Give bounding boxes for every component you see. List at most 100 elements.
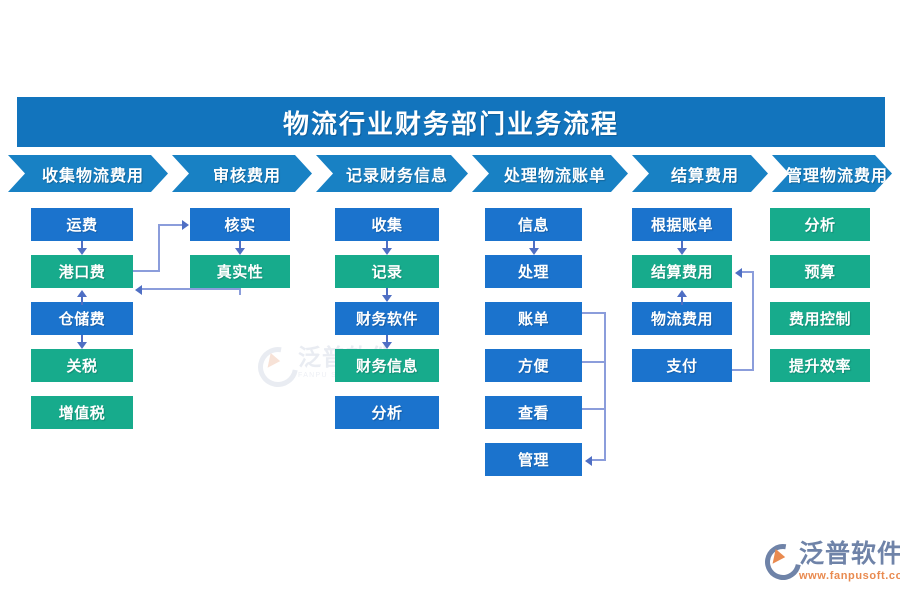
phase-label-3: 处理物流账单 [503,167,606,185]
phase-label-0: 收集物流费用 [41,167,144,185]
node-label: 港口费 [58,264,106,281]
node-label: 管理 [517,452,549,469]
node-zhenshixing[interactable]: 真实性 [190,255,290,288]
connector-gangkoufei-heshi-h1 [133,270,160,272]
connector-ruanjian-xinxi [386,335,388,344]
node-yunfei[interactable]: 运费 [31,208,133,241]
connector-chakan-bus [582,408,605,410]
node-label: 分析 [371,405,403,422]
arrowhead-right [182,220,189,230]
arrowhead-up [77,290,87,297]
watermark-swirl-icon [250,339,306,395]
node-label: 账单 [517,311,549,328]
connector-fangbian-bus [582,361,605,363]
connector-zhenshixing-gangkoufei-h [142,288,241,290]
arrowhead-up [677,290,687,297]
arrowhead-down [382,295,392,302]
node-gangkoufei[interactable]: 港口费 [31,255,133,288]
brand-logo: 泛普软件 www.fanpusoft.com [757,536,900,588]
connector-wuliu-jiesuan [681,297,683,305]
brand-swirl-icon [757,536,809,588]
node-label: 关税 [66,358,98,375]
node-jiesuan-feiyong[interactable]: 结算费用 [632,255,732,288]
arrowhead-down [529,248,539,255]
arrowhead-down [235,248,245,255]
node-wuliu-feiyong[interactable]: 物流费用 [632,302,732,335]
connector-heshi-zhenshixing [239,241,241,250]
node-fenxi-c6[interactable]: 分析 [770,208,870,241]
phase-label-4: 结算费用 [670,167,739,185]
connector-zhenshixing-gangkoufei-v [239,288,241,295]
node-label: 运费 [66,217,98,234]
phase-chevron-5[interactable]: 管理物流费用 [772,155,892,192]
node-label: 核实 [224,217,256,234]
node-label: 处理 [517,264,549,281]
node-zhangdan[interactable]: 账单 [485,302,582,335]
node-caiwu-ruanjian[interactable]: 财务软件 [335,302,439,335]
arrowhead-down [77,342,87,349]
phase-header-row: 收集物流费用 审核费用 记录财务信息 处理物流账单 结算费用 管理物流费用 [8,155,892,192]
node-chuli[interactable]: 处理 [485,255,582,288]
node-fenxi-c3[interactable]: 分析 [335,396,439,429]
phase-label-1: 审核费用 [212,167,281,185]
chart-title-bar: 物流行业财务部门业务流程 [17,97,885,147]
connector-bus-vertical [604,312,606,460]
node-caiwu-xinxi[interactable]: 财务信息 [335,349,439,382]
arrowhead-left [735,268,742,278]
arrowhead-left [585,456,592,466]
connector-zhifu-loop-v [752,271,754,371]
arrowhead-down [382,342,392,349]
connector-jilu-ruanjian [386,288,388,297]
phase-chevron-3[interactable]: 处理物流账单 [472,155,628,192]
node-label: 支付 [666,358,698,375]
node-label: 财务软件 [355,311,418,328]
node-chakan[interactable]: 查看 [485,396,582,429]
node-shouji[interactable]: 收集 [335,208,439,241]
node-label: 根据账单 [650,217,713,234]
node-guanli[interactable]: 管理 [485,443,582,476]
node-label: 分析 [804,217,836,234]
node-zhifu[interactable]: 支付 [632,349,732,382]
arrowhead-down [677,248,687,255]
connector-cangchufei-guanshui [81,335,83,344]
node-label: 费用控制 [788,311,851,328]
phase-chevron-2[interactable]: 记录财务信息 [316,155,468,192]
chart-title: 物流行业财务部门业务流程 [282,108,619,139]
node-label: 财务信息 [355,358,418,375]
node-label: 方便 [517,358,549,375]
arrowhead-left [135,285,142,295]
node-cangchufei[interactable]: 仓储费 [31,302,133,335]
connector-yunfei-gangkoufei [81,241,83,250]
node-guanshui[interactable]: 关税 [31,349,133,382]
node-label: 增值税 [58,405,106,422]
phase-label-5: 管理物流费用 [785,167,888,185]
node-jilu[interactable]: 记录 [335,255,439,288]
node-feiyong-kongzhi[interactable]: 费用控制 [770,302,870,335]
connector-genju-jiesuan [681,241,683,250]
brand-url: www.fanpusoft.com [799,570,900,582]
phase-chevron-0[interactable]: 收集物流费用 [8,155,168,192]
node-tisheng-xiaolv[interactable]: 提升效率 [770,349,870,382]
node-label: 提升效率 [788,358,851,375]
arrowhead-down [77,248,87,255]
node-label: 仓储费 [58,311,106,328]
connector-cangchufei-gangkoufei [81,297,83,305]
connector-gangkoufei-heshi-v [158,224,160,272]
connector-gangkoufei-heshi-h2 [158,224,183,226]
connector-xinxi-chuli [533,241,535,250]
phase-label-2: 记录财务信息 [345,167,448,185]
connector-zhangdan-bus [582,312,605,314]
node-genju-zhangdan[interactable]: 根据账单 [632,208,732,241]
node-yusuan[interactable]: 预算 [770,255,870,288]
phase-chevron-1[interactable]: 审核费用 [172,155,312,192]
connector-zhifu-loop-h2 [742,271,754,273]
connector-shouji-jilu [386,241,388,250]
node-xinxi[interactable]: 信息 [485,208,582,241]
node-zengzhishui[interactable]: 增值税 [31,396,133,429]
phase-chevron-4[interactable]: 结算费用 [632,155,768,192]
node-fangbian[interactable]: 方便 [485,349,582,382]
arrowhead-down [382,248,392,255]
node-label: 记录 [371,264,403,281]
node-label: 信息 [517,217,549,234]
node-heshi[interactable]: 核实 [190,208,290,241]
